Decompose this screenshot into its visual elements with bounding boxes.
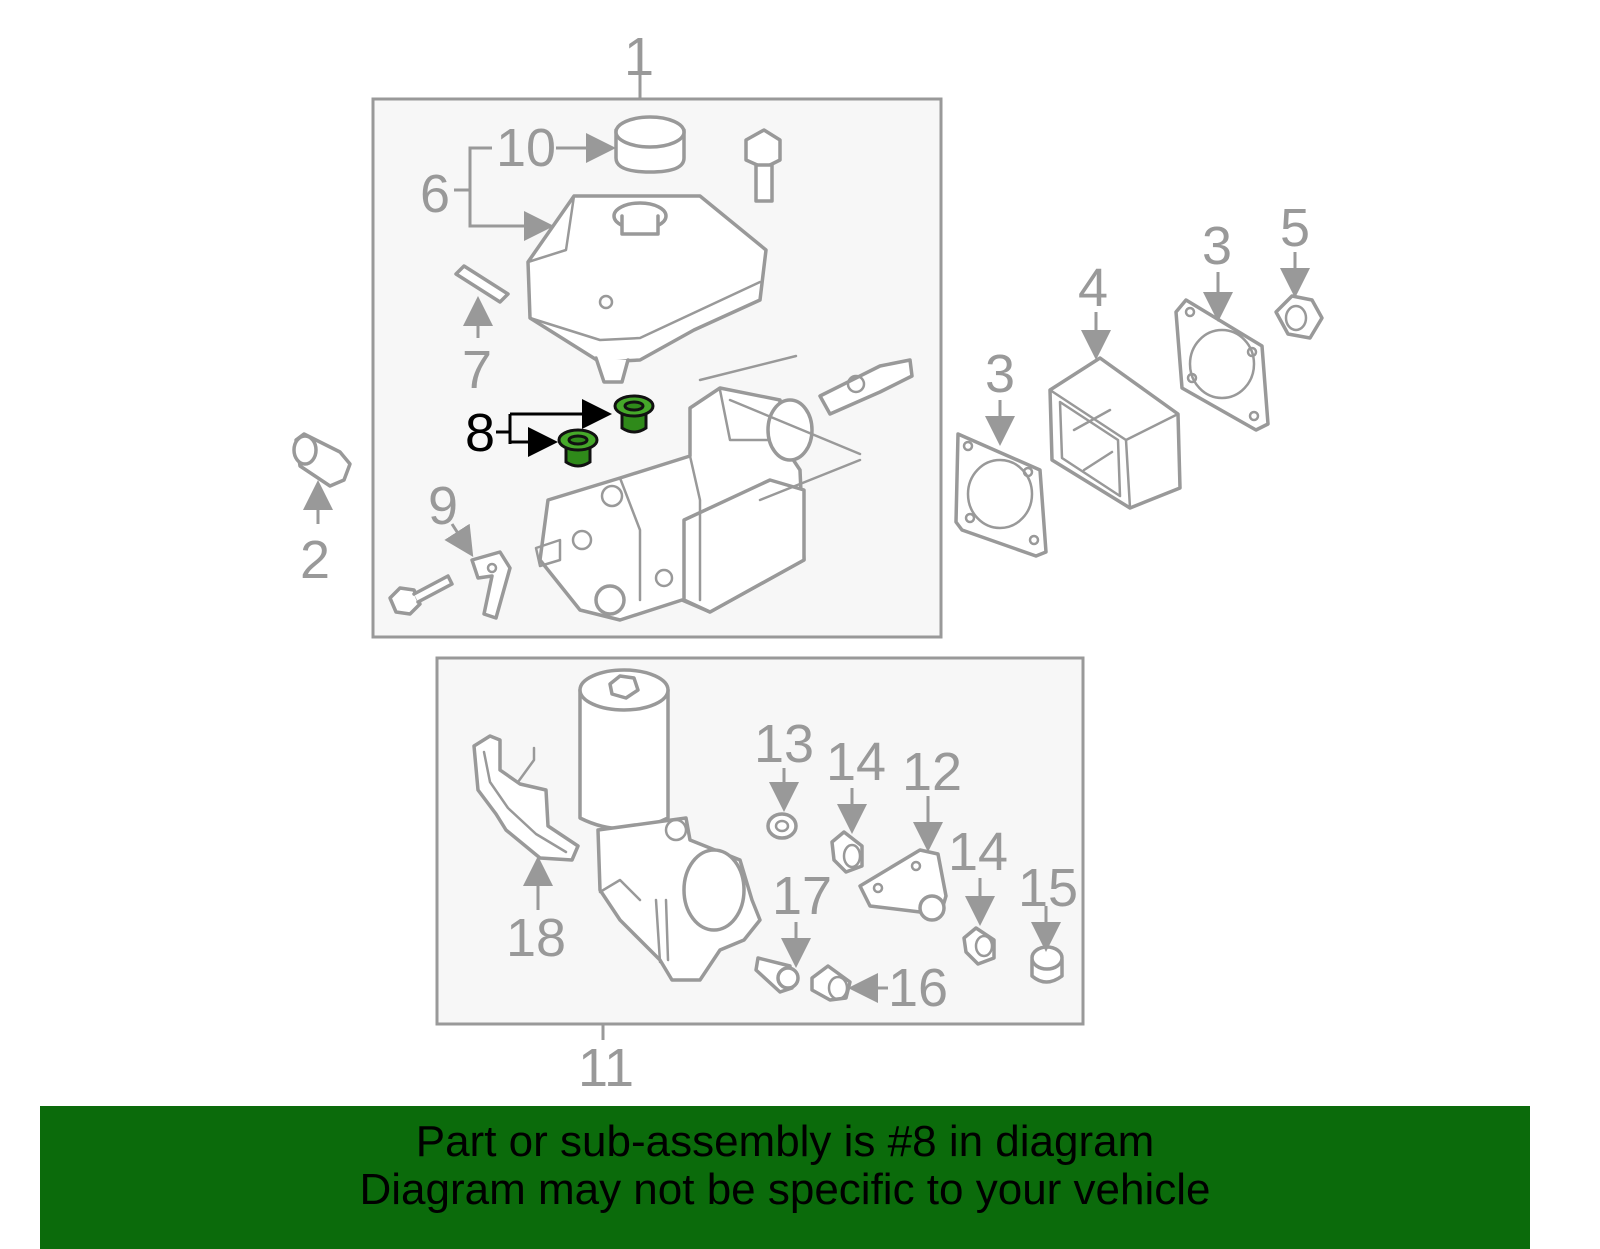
gasket-left [954, 432, 1048, 558]
callout-6: 6 [420, 164, 450, 224]
callout-14-left: 14 [826, 732, 886, 792]
o-ring [766, 812, 798, 840]
grommet-8-lower[interactable] [557, 428, 599, 468]
callout-4: 4 [1078, 258, 1108, 318]
fluid-reservoir [526, 194, 768, 384]
callout-12: 12 [902, 742, 962, 802]
parts-diagram: 1 11 10 6 7 8 [292, 27, 1324, 1098]
callout-3-left: 3 [985, 344, 1015, 404]
callout-7: 7 [462, 340, 492, 400]
mount-bolt-upper [744, 128, 782, 203]
grommet-8-upper[interactable] [613, 394, 655, 434]
callout-1: 1 [624, 27, 654, 87]
mounting-bracket [470, 550, 512, 620]
callout-8[interactable]: 8 [465, 403, 495, 463]
callout-16: 16 [888, 958, 948, 1018]
callout-14-right: 14 [948, 822, 1008, 882]
callout-3-right: 3 [1202, 216, 1232, 276]
hex-nut [1274, 294, 1324, 340]
callout-18: 18 [506, 908, 566, 968]
callout-2: 2 [300, 530, 330, 590]
housing-block [1048, 356, 1182, 510]
hydraulic-pipe [472, 734, 580, 862]
mount-bolt-lower [388, 574, 454, 616]
accumulator-pump [578, 668, 762, 982]
banner-line-1: Part or sub-assembly is #8 in diagram [415, 1117, 1155, 1166]
callout-13: 13 [754, 714, 814, 774]
callout-10: 10 [496, 118, 556, 178]
callout-11: 11 [578, 1038, 634, 1098]
gasket-right [1174, 298, 1270, 432]
callout-15: 15 [1018, 858, 1078, 918]
info-banner: Part or sub-assembly is #8 in diagram Di… [40, 1106, 1530, 1249]
banner-line-2: Diagram may not be specific to your vehi… [359, 1165, 1211, 1214]
brake-booster-assembly [534, 354, 914, 622]
sleeve [810, 964, 852, 1002]
bushing-right [962, 926, 996, 966]
roll-pin [454, 264, 510, 304]
cap [1030, 945, 1064, 984]
callout-17: 17 [772, 866, 832, 926]
callout-5: 5 [1280, 198, 1310, 258]
fitting [292, 432, 352, 488]
reservoir-cap [614, 115, 686, 174]
